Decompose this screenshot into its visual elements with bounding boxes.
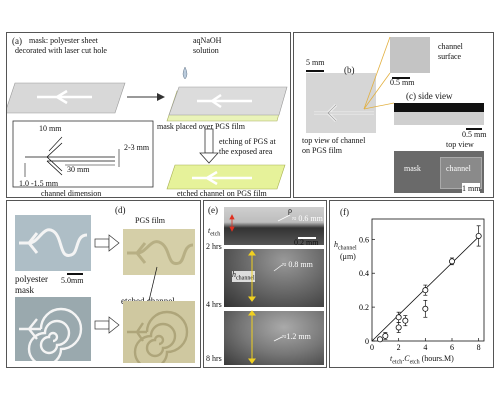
- x-tick-label: 6: [450, 343, 454, 352]
- mask-sheet-illustration: [7, 82, 126, 114]
- droplet-icon: [182, 66, 188, 80]
- data-point: [422, 287, 429, 294]
- etched-channel-caption: etched channel on PGS film: [177, 189, 267, 198]
- time-4hrs: 4 hrs: [206, 300, 222, 309]
- data-point: [377, 336, 384, 343]
- panel-a-label: (a): [12, 36, 22, 46]
- side-view-photo: [394, 103, 484, 125]
- dimension-1-1.5mm: 1.0 -1.5 mm: [19, 179, 59, 188]
- panel-e-markers: [229, 214, 291, 364]
- time-8hrs: 8 hrs: [206, 354, 222, 363]
- data-point: [395, 324, 402, 331]
- data-point: [475, 232, 482, 239]
- scale-5mm: 5 mm: [306, 58, 325, 67]
- radius-1.2mm: ≈1.2 mm: [282, 332, 311, 341]
- polyester-label-line1: polyester: [15, 274, 48, 284]
- y-axis-unit: (μm): [340, 252, 356, 261]
- etching-text-line2: the exposed area: [219, 147, 273, 156]
- y-tick-label: 0.2: [359, 303, 369, 312]
- panel-b-c: 5 mm (b) top view of channel on PGS film…: [293, 32, 494, 198]
- data-point: [449, 258, 456, 265]
- x-tick-label: 0: [370, 343, 374, 352]
- radius-0.8mm: ≈ 0.8 mm: [282, 260, 313, 269]
- etched-film-illustration: [166, 164, 286, 190]
- mask-description-line1: mask: polyester sheet: [29, 36, 98, 45]
- scale-bar-1mm: [462, 183, 480, 185]
- scale-0.5mm-a: 0.5 mm: [390, 78, 415, 87]
- mask-on-pgs-illustration: [166, 86, 288, 122]
- mask-label: mask: [404, 164, 421, 173]
- panel-c-label: (c) side view: [406, 91, 453, 101]
- x-tick-label: 4: [423, 343, 427, 352]
- scale-bar-0.5mm-b: [466, 128, 482, 130]
- x-tick-label: 2: [397, 343, 401, 352]
- rho-label: ρ: [288, 206, 292, 215]
- scale-bar-0.2mm: [298, 237, 316, 239]
- channel-label: channel: [446, 164, 471, 173]
- h-channel-chart: 0 2 4 6 8 0 0.2 0.4 0.6: [359, 218, 485, 352]
- y-axis-label: hchannel: [334, 240, 357, 252]
- dimension-2-3mm: 2-3 mm: [124, 143, 150, 152]
- scale-0.5mm-b: 0.5 mm: [462, 130, 487, 139]
- arrow-right-d1: [94, 234, 158, 334]
- data-point: [382, 332, 389, 339]
- pgs-wave-photo: [123, 229, 195, 275]
- channel-dimension-caption: channel dimension: [41, 189, 102, 198]
- h-channel-label: hchannel: [232, 270, 255, 282]
- x-axis-label: tetch.Cetch (hours.M): [390, 354, 454, 366]
- x-tick-label: 8: [477, 343, 481, 352]
- panel-f: (f) 0 2 4 6 8 0 0.2 0.4 0.6 hchannel (μm) tetch.…: [329, 200, 494, 368]
- top-view-caption-line2: on PGS film: [302, 146, 343, 155]
- solution-label-line2: solution: [193, 46, 219, 55]
- mask-placed-caption: mask placed over PGS film: [157, 122, 245, 131]
- arrow-right-1: [127, 93, 165, 101]
- panel-a-schematic: [7, 66, 288, 190]
- arrow-down: [199, 128, 219, 164]
- panel-d-label: (d): [115, 205, 126, 215]
- data-point: [402, 317, 409, 324]
- scale-bar-5mm-d: [67, 273, 83, 275]
- y-tick-label: 0.4: [359, 269, 369, 278]
- channel-surface-photo: [390, 37, 430, 73]
- top-view-photo: [306, 73, 376, 133]
- panel-d: (d) PGS film polyester mask 5.0mm etched…: [6, 200, 201, 368]
- top-view-label: top view: [446, 140, 474, 149]
- mask-wave-photo: [15, 215, 91, 271]
- data-point: [422, 305, 429, 312]
- panel-e-label: (e): [208, 205, 218, 215]
- mask-description-line2: decorated with laser cut hole: [15, 46, 107, 55]
- plot-frame: [371, 218, 485, 342]
- top-view-caption-line1: top view of channel: [302, 136, 366, 145]
- solution-label-line1: aqNaOH: [193, 36, 222, 45]
- data-point: [395, 314, 402, 321]
- panel-a: (a) mask: polyester sheet decorated with…: [6, 32, 291, 198]
- mask-spiral-photo: [15, 297, 91, 361]
- dimension-10mm: 10 mm: [39, 124, 62, 133]
- y-tick-label: 0.6: [359, 235, 369, 244]
- sem-8hrs-photo: [224, 311, 324, 365]
- dimension-box: [12, 120, 154, 188]
- t-etch-label: tetch: [208, 226, 221, 238]
- pgs-film-label: PGS film: [135, 216, 166, 225]
- scale-bar-0.5mm-a: [392, 77, 410, 79]
- zoom-lines: [363, 36, 395, 110]
- channel-surface-label-line2: surface: [438, 52, 462, 61]
- dimension-30mm: 30 mm: [67, 165, 90, 174]
- scale-1mm: 1 mm: [462, 184, 481, 194]
- scale-5.0mm: 5.0mm: [61, 276, 84, 285]
- panel-f-label: (f): [340, 207, 349, 217]
- scale-bar-5mm: [306, 70, 324, 72]
- panel-b-label: (b): [344, 65, 355, 75]
- etching-text-line1: etching of PGS at: [219, 137, 276, 146]
- sem-2hrs-photo: [224, 207, 324, 245]
- time-2hrs: 2 hrs: [206, 242, 222, 251]
- pgs-spiral-photo: [123, 301, 195, 363]
- panel-e: (e) ρ ≈ 0.6 mm tetch 2 hrs 0.2 mm hchann…: [203, 200, 327, 368]
- polyester-label-line2: mask: [15, 285, 34, 295]
- y-tick-label: 0: [365, 337, 369, 346]
- scale-0.2mm: 0.2 mm: [294, 238, 319, 247]
- radius-0.6mm: ≈ 0.6 mm: [292, 214, 323, 223]
- channel-surface-label-line1: channel: [438, 42, 463, 51]
